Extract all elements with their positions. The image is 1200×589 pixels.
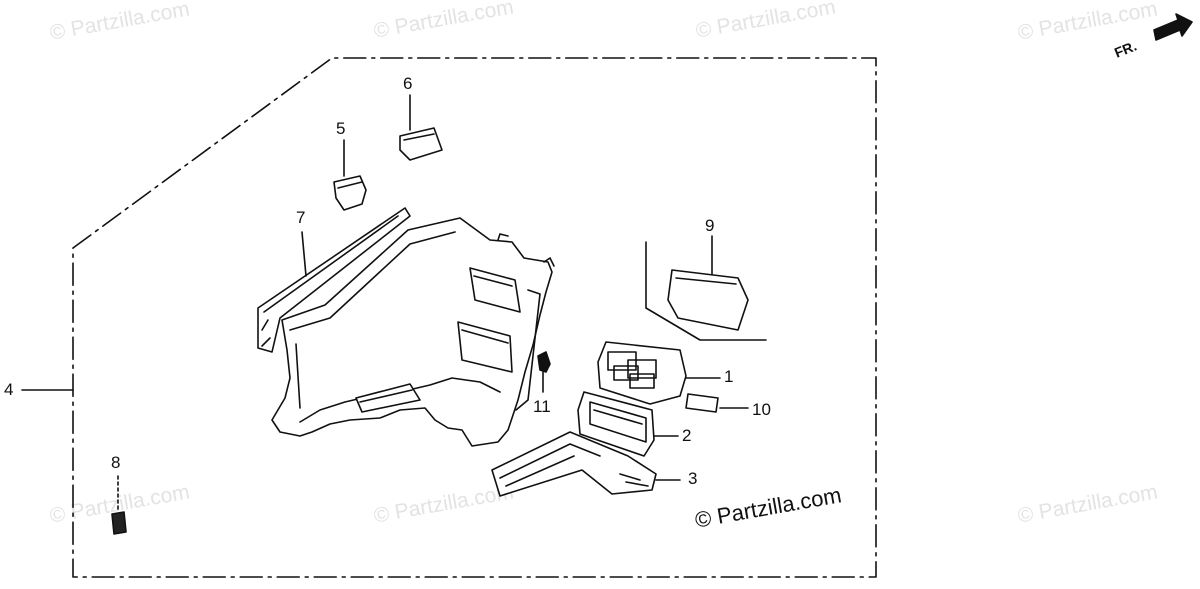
center-console-body: [271, 217, 555, 447]
callout-9: 9: [705, 216, 715, 235]
front-arrow-icon: [1153, 13, 1193, 41]
part-5-clip: [333, 139, 367, 211]
callout-10: 10: [752, 400, 771, 419]
part-6-clip: [399, 94, 443, 161]
part-8-clip: [111, 475, 127, 535]
part-7-side-panel: [257, 207, 411, 353]
callout-8: 8: [111, 453, 121, 472]
part-1-switch-panel: [597, 341, 721, 405]
callout-2: 2: [682, 426, 692, 445]
callout-7: 7: [296, 208, 306, 227]
part-3-lower-trim: [491, 431, 681, 497]
assembly-boundary: [72, 57, 877, 578]
callout-6: 6: [403, 74, 413, 93]
part-10-pad: [685, 393, 749, 413]
callout-5: 5: [336, 119, 346, 138]
callout-11: 11: [533, 397, 551, 416]
part-11-clip: [537, 351, 551, 393]
callout-3: 3: [688, 469, 698, 488]
callout-4: 4: [4, 380, 14, 399]
part-2-tray: [577, 391, 679, 457]
callout-1: 1: [724, 367, 734, 386]
part-9-pocket: [645, 235, 767, 341]
